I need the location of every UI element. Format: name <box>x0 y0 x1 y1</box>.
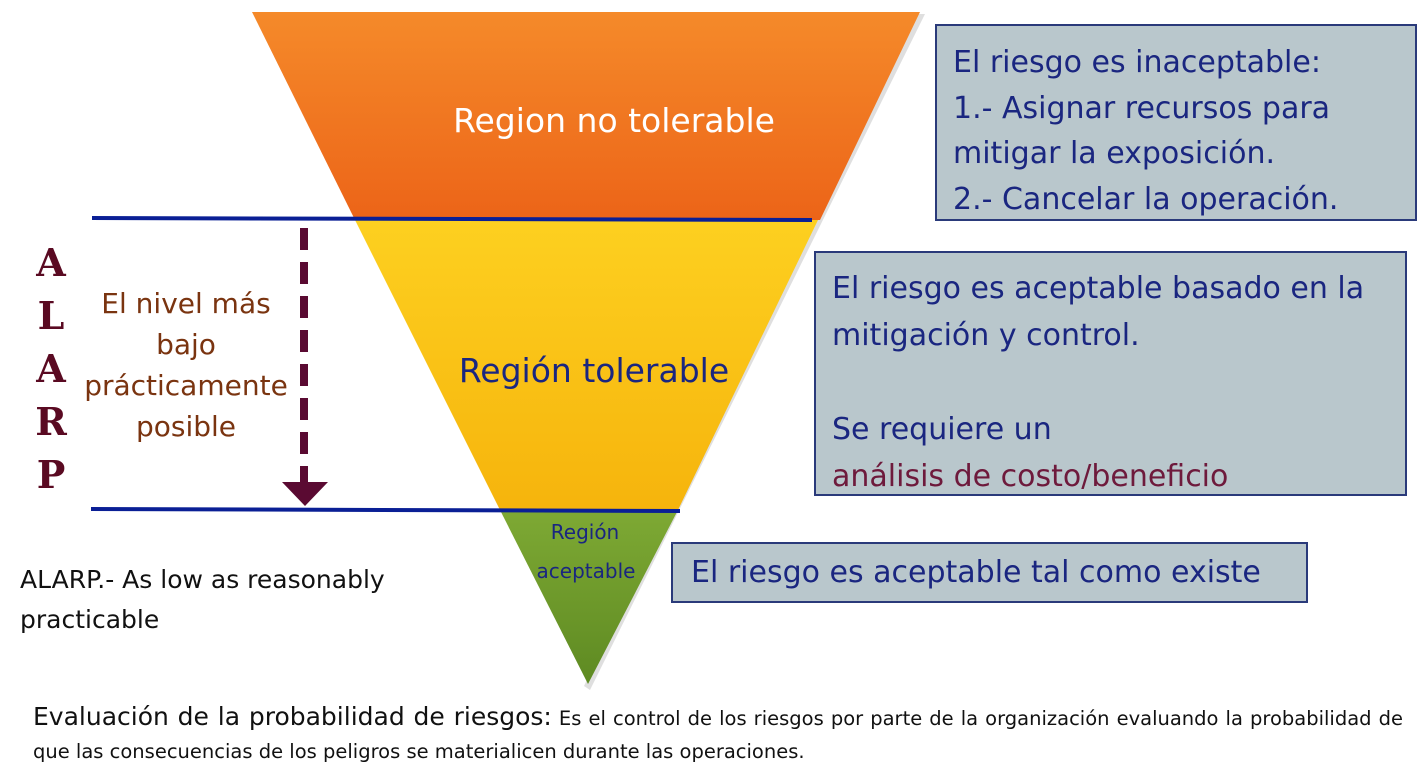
alarp-arrow-head <box>282 482 328 506</box>
alarp-definition-line-1: ALARP.- As low as reasonably <box>20 565 385 594</box>
region-aceptable-label-line2: aceptable <box>537 559 636 583</box>
alarp-description: El nivel más bajo prácticamente posible <box>66 283 306 447</box>
upper-divider-line <box>91 216 813 222</box>
region-no-tolerable-label: Region no tolerable <box>453 101 775 140</box>
alarp-letter-p: P <box>36 452 66 497</box>
aceptable-text: El riesgo es aceptable tal como existe <box>691 555 1261 590</box>
alarp-desc-line-3: prácticamente <box>84 369 288 402</box>
tolerable-line-2: mitigación y control. <box>832 318 1140 353</box>
tolerable-risk-box: El riesgo es aceptable basado en la miti… <box>814 251 1407 496</box>
inaceptable-line-3: mitigar la exposición. <box>953 136 1275 171</box>
footer-text: Es el control de los riesgos por parte d… <box>33 707 1403 763</box>
alarp-letter-a2: A <box>36 346 66 391</box>
funnel-middle-section <box>355 220 818 510</box>
tolerable-line-1: El riesgo es aceptable basado en la <box>832 271 1365 306</box>
footer-definition: Evaluación de la probabilidad de riesgos… <box>33 700 1403 768</box>
inaceptable-line-2: 1.- Asignar recursos para <box>953 90 1331 126</box>
alarp-letter-l: L <box>37 293 65 338</box>
funnel-bottom-section <box>500 510 678 684</box>
inaceptable-risk-box: El riesgo es inaceptable: 1.- Asignar re… <box>935 24 1417 221</box>
region-aceptable-label-line1: Región <box>551 520 619 544</box>
footer-title: Evaluación de la probabilidad de riesgos… <box>33 702 552 731</box>
alarp-letter-r: R <box>35 399 67 444</box>
alarp-letter-a1: A <box>36 240 66 285</box>
region-tolerable-label: Región tolerable <box>459 351 729 390</box>
alarp-definition: ALARP.- As low as reasonably practicable <box>20 560 450 640</box>
tolerable-spacer <box>832 359 1405 406</box>
alarp-desc-line-4: posible <box>135 410 237 443</box>
alarp-desc-line-2: bajo <box>156 328 216 361</box>
aceptable-risk-box: El riesgo es aceptable tal como existe <box>671 542 1308 603</box>
tolerable-line-3: Se requiere un <box>832 412 1052 447</box>
alarp-desc-line-1: El nivel más <box>101 287 271 320</box>
tolerable-line-4: análisis de costo/beneficio <box>832 459 1229 494</box>
alarp-vertical-acronym: A L A R P <box>28 236 74 501</box>
inaceptable-line-4: 2.- Cancelar la operación. <box>953 181 1339 217</box>
lower-divider-line <box>90 507 681 513</box>
inaceptable-line-1: El riesgo es inaceptable: <box>953 45 1321 80</box>
alarp-definition-line-2: practicable <box>20 605 160 634</box>
funnel-top-section <box>252 12 920 220</box>
